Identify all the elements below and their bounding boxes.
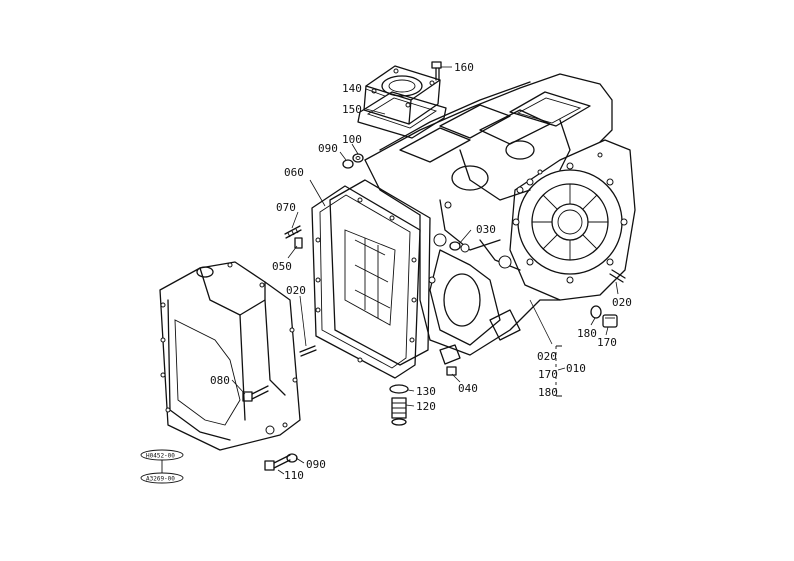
transmission-case <box>364 73 636 365</box>
label-090-bottom: 090 <box>306 458 326 471</box>
label-080: 080 <box>210 374 230 387</box>
label-180-right: 180 <box>577 327 597 340</box>
top-cover-gasket <box>357 91 447 139</box>
stamp-top-text: H0452-00 <box>146 453 175 460</box>
group-bracket-010 <box>555 345 562 397</box>
plug-030 <box>449 241 461 251</box>
plug-040 <box>446 366 457 376</box>
label-070: 070 <box>276 201 296 214</box>
washer-130 <box>389 384 409 394</box>
nut-090-bottom <box>286 453 298 463</box>
label-100: 100 <box>342 133 362 146</box>
front-case-wall <box>329 179 431 366</box>
label-170-right: 170 <box>597 336 617 349</box>
plug-170 <box>602 314 618 328</box>
label-020-left: 020 <box>286 284 306 297</box>
pin-020-right <box>609 269 626 283</box>
nut-090-top <box>342 159 354 169</box>
label-020-group: 020 <box>537 350 557 363</box>
label-180-group: 180 <box>538 386 558 399</box>
label-030: 030 <box>476 223 496 236</box>
label-150: 150 <box>342 103 362 116</box>
label-160: 160 <box>454 61 474 74</box>
pin-050 <box>294 237 303 249</box>
label-040: 040 <box>458 382 478 395</box>
part-labels: 160 140 150 100 090 060 070 030 050 020 … <box>210 61 632 482</box>
reference-stamps: H0452-00 A3269-00 <box>140 449 184 484</box>
label-060: 060 <box>284 166 304 179</box>
label-130: 130 <box>416 385 436 398</box>
label-020-right: 020 <box>612 296 632 309</box>
washer-180 <box>590 305 602 319</box>
bolt-160 <box>431 61 442 81</box>
leader-lines <box>231 66 619 475</box>
label-140: 140 <box>342 82 362 95</box>
bolt-110 <box>264 454 291 471</box>
stud-070 <box>284 225 302 239</box>
stamp-bottom-text: A3269-00 <box>146 476 175 483</box>
pin-020-left <box>299 345 317 357</box>
label-170-group: 170 <box>538 368 558 381</box>
label-120: 120 <box>416 400 436 413</box>
label-010: 010 <box>566 362 586 375</box>
front-housing <box>159 261 301 451</box>
bolt-080 <box>242 385 269 402</box>
stamp-bottom-oval <box>140 472 184 484</box>
washer-100 <box>352 153 364 163</box>
label-050: 050 <box>272 260 292 273</box>
label-110: 110 <box>284 469 304 482</box>
drain-plug-120 <box>391 397 407 426</box>
label-090-top: 090 <box>318 142 338 155</box>
front-gasket <box>311 185 421 379</box>
